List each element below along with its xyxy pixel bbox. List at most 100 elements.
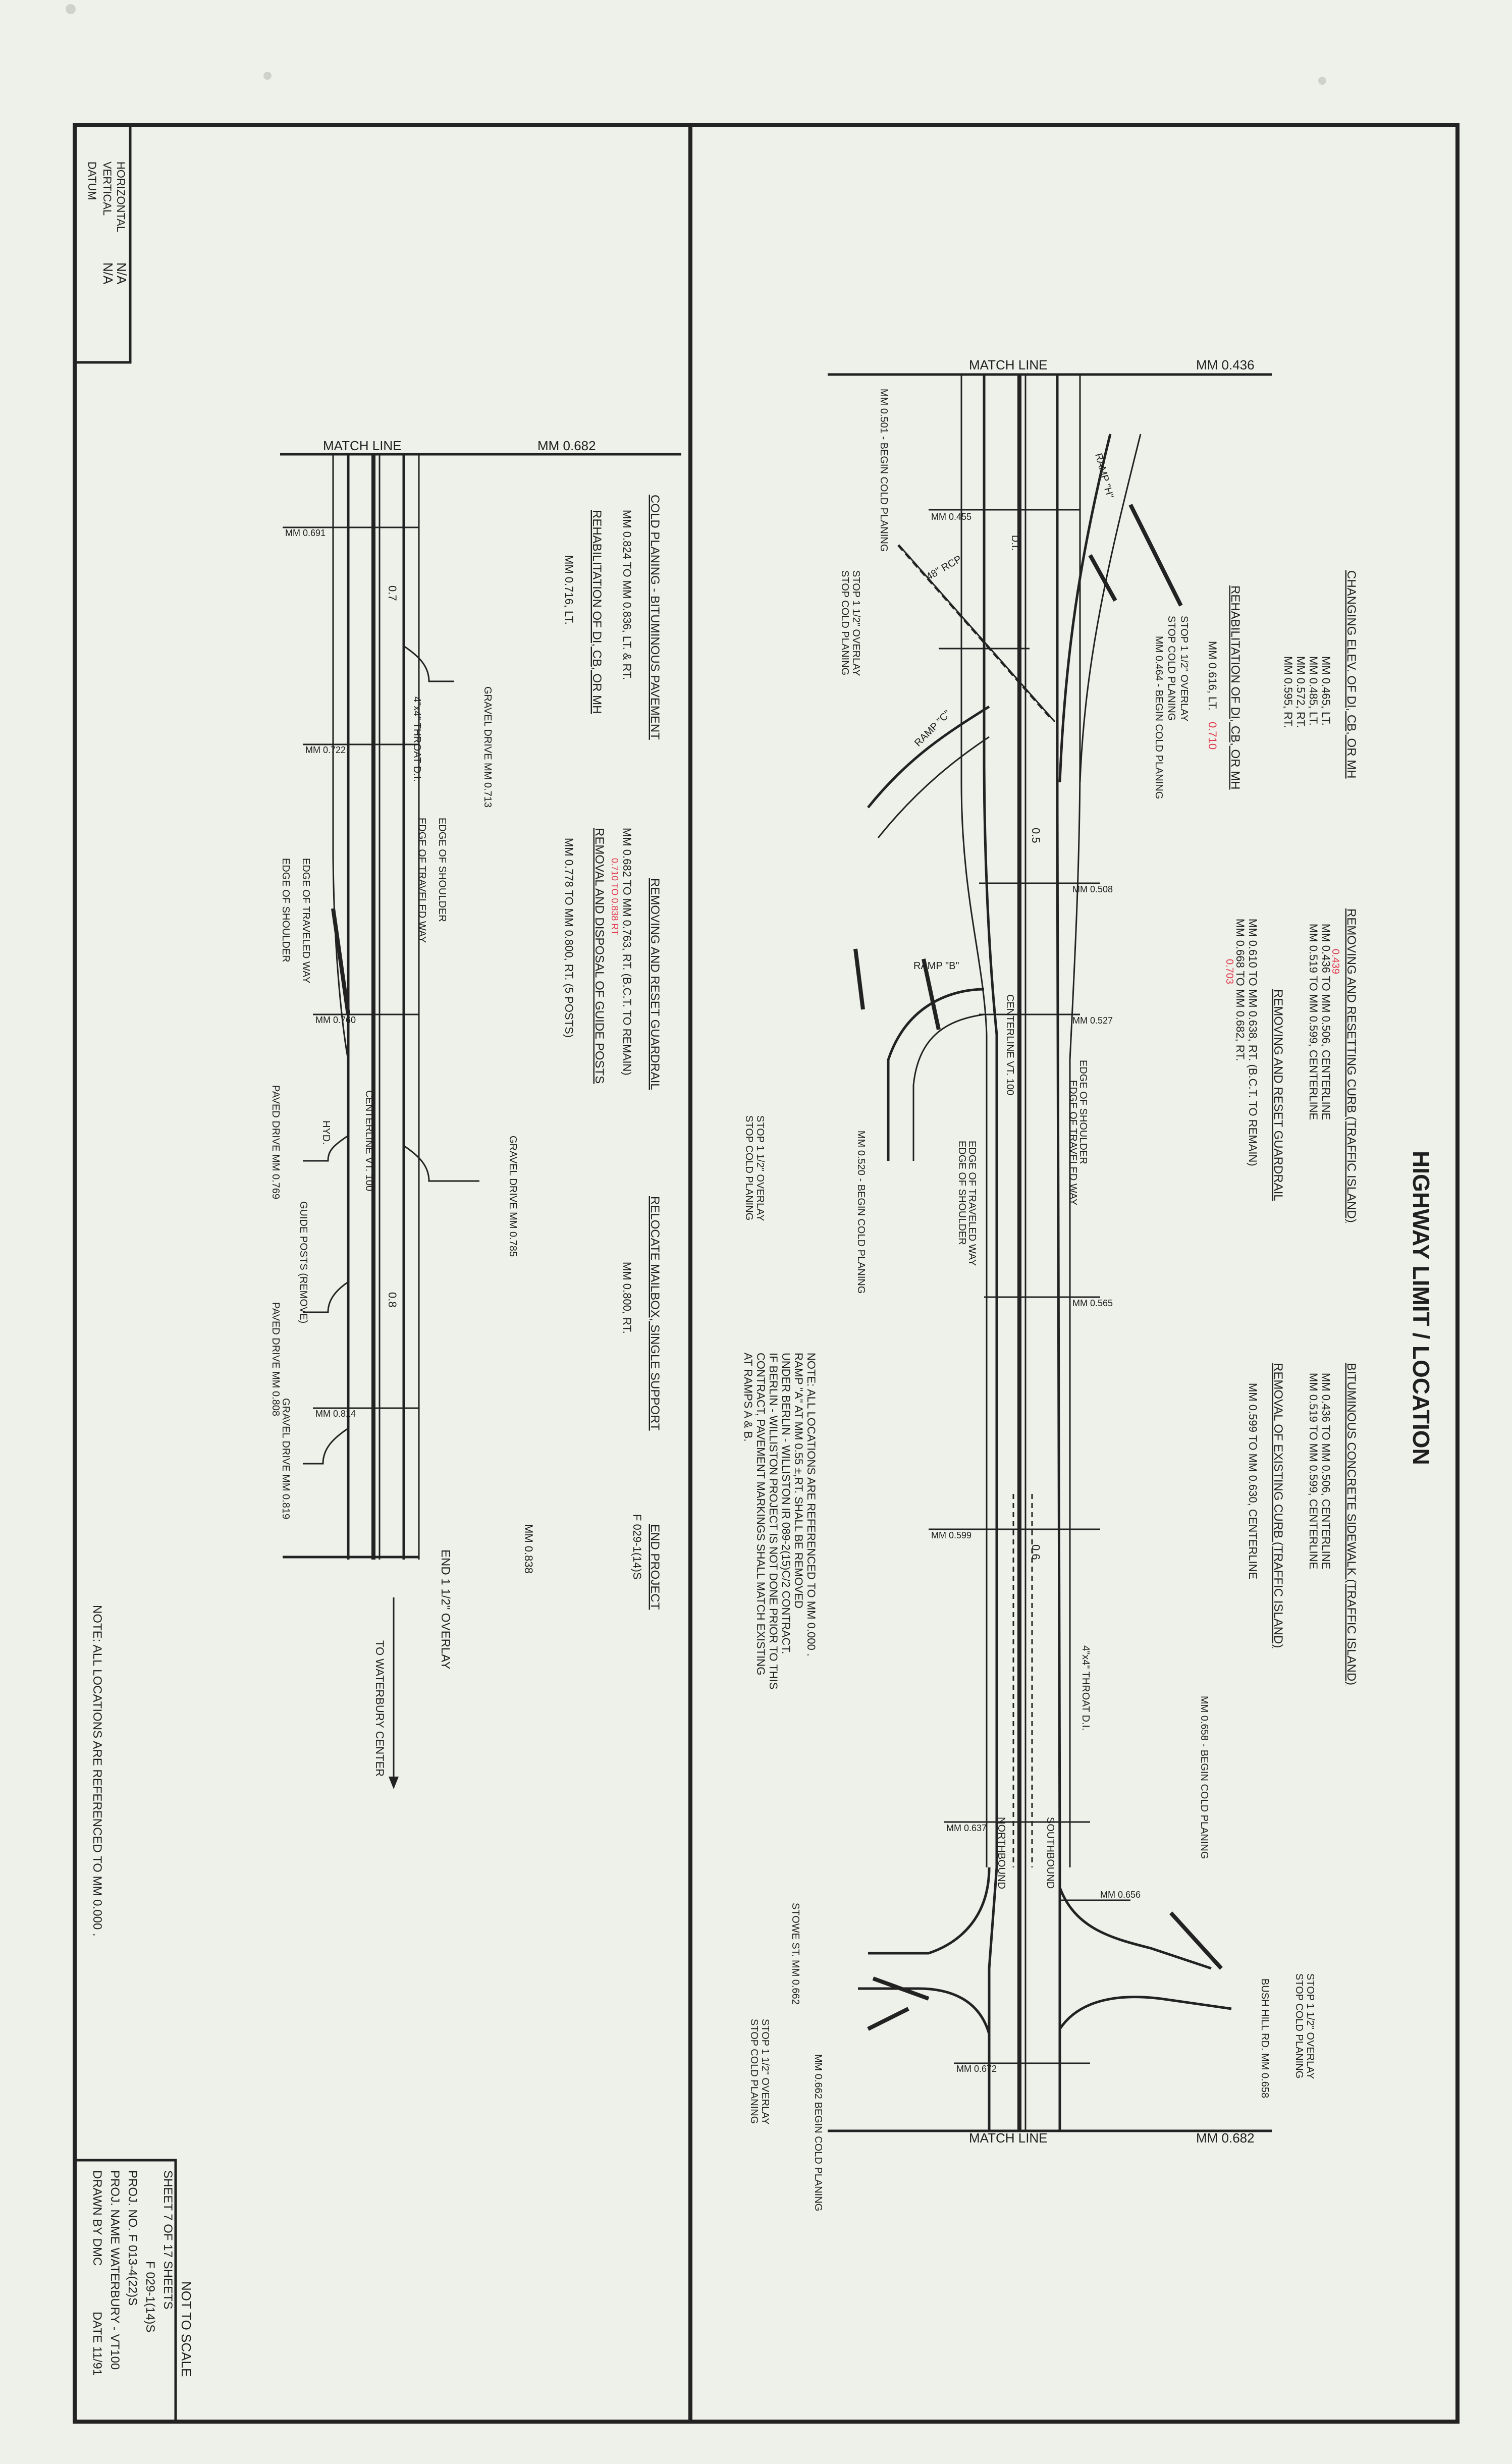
svg-text:STOP COLD PLANING: STOP COLD PLANING [1166, 616, 1177, 721]
svg-text:REMOVAL OF EXISTING CURB (TRAF: REMOVAL OF EXISTING CURB (TRAFFIC ISLAND… [1271, 1363, 1285, 1648]
svg-text:MM 0.716, LT.: MM 0.716, LT. [563, 555, 575, 625]
lower-station-leaders [283, 526, 419, 1409]
svg-text:MM 0.519 TO MM 0.599, CENTERLI: MM 0.519 TO MM 0.599, CENTERLINE [1307, 924, 1320, 1120]
svg-text:MM 0.520 - BEGIN COLD PLANING: MM 0.520 - BEGIN COLD PLANING [855, 1131, 867, 1294]
guide-posts-block: REMOVAL AND DISPOSAL OF GUIDE POSTS MM 0… [563, 828, 606, 1084]
sidewalk-block: BITUMINOUS CONCRETE SIDEWALK (TRAFFIC IS… [1307, 1363, 1358, 1685]
project-number-2: F 029-1(14)S [143, 2261, 157, 2332]
svg-text:MM 0.610 TO MM 0.638, RT. (B.C: MM 0.610 TO MM 0.638, RT. (B.C.T. TO REM… [1247, 919, 1259, 1166]
svg-text:MM 0.436 TO MM 0.506, CENTERLI: MM 0.436 TO MM 0.506, CENTERLINE [1320, 924, 1332, 1120]
svg-text:GRAVEL DRIVE MM 0.785: GRAVEL DRIVE MM 0.785 [507, 1136, 518, 1257]
end-project-block: END PROJECT F 029-1(14)S MM 0.838 [522, 1514, 662, 1610]
svg-text:MM 0.464 - BEGIN COLD PLANING: MM 0.464 - BEGIN COLD PLANING [1153, 636, 1164, 799]
svg-text:AT RAMPS A & B.: AT RAMPS A & B. [742, 1353, 754, 1441]
handwritten-note: 0.703 [1224, 959, 1235, 984]
svg-text:F 029-1(14)S: F 029-1(14)S [631, 1514, 643, 1580]
svg-text:MM 0.778 TO MM 0.800, RT. (5 P: MM 0.778 TO MM 0.800, RT. (5 POSTS) [563, 838, 575, 1038]
svg-text:STOP COLD PLANING: STOP COLD PLANING [839, 570, 850, 675]
svg-text:MM 0.838: MM 0.838 [522, 1524, 535, 1574]
match-line-top-label: MATCH LINE [969, 357, 1048, 372]
svg-text:REHABILITATION OF DI, CB, OR M: REHABILITATION OF DI, CB, OR MH [1228, 585, 1242, 789]
punch-hole [66, 4, 76, 14]
arrow-head [389, 1777, 399, 1789]
cold-planing-block: COLD PLANING - BITUMINOUS PAVEMENT MM 0.… [621, 495, 662, 740]
svg-text:MM 0.501 - BEGIN COLD PLANING: MM 0.501 - BEGIN COLD PLANING [878, 389, 889, 552]
datum-label: DATUM [86, 162, 98, 200]
guardrail [1128, 504, 1183, 607]
svg-text:MM 0.599: MM 0.599 [931, 1530, 971, 1540]
svg-text:MM 0.760: MM 0.760 [315, 1015, 356, 1025]
removing-resetting-curb-block: REMOVING AND RESETTING CURB (TRAFFIC ISL… [1307, 908, 1358, 1223]
lower-note: NOTE: ALL LOCATIONS ARE REFERENCED TO MM… [90, 1605, 104, 1937]
sheet-border [73, 123, 1460, 2424]
svg-text:HYD.: HYD. [320, 1120, 332, 1145]
svg-text:EDGE OF SHOULDER: EDGE OF SHOULDER [1077, 1060, 1089, 1164]
rehab-block-lower: REHABILITATION OF DI, CB, OR MH MM 0.716… [563, 510, 604, 714]
svg-text:REMOVING AND RESET GUARDRAIL: REMOVING AND RESET GUARDRAIL [648, 878, 662, 1090]
vt100-roadway [960, 374, 1081, 2131]
ramp-h-edge [1079, 434, 1142, 783]
datum-box: DATUM VERTICAL N/A HORIZONTAL N/A [73, 124, 132, 364]
svg-text:MM 0.519 TO MM 0.599, CENTERLI: MM 0.519 TO MM 0.599, CENTERLINE [1307, 1373, 1320, 1569]
svg-text:MM 0.565: MM 0.565 [1072, 1298, 1113, 1308]
svg-text:EDGE OF TRAVELED WAY: EDGE OF TRAVELED WAY [1067, 1080, 1078, 1205]
svg-text:GUIDE POSTS (REMOVE): GUIDE POSTS (REMOVE) [298, 1201, 309, 1323]
driveway [403, 645, 454, 682]
svg-text:IF BERLIN - WILLISTON PROJECT: IF BERLIN - WILLISTON PROJECT IS NOT DON… [767, 1353, 780, 1689]
guardrail [853, 948, 865, 1010]
svg-text:STOP 1 1/2" OVERLAY: STOP 1 1/2" OVERLAY [850, 570, 861, 676]
svg-text:EDGE OF TRAVELED WAY: EDGE OF TRAVELED WAY [300, 858, 311, 983]
datum-vertical-value: N/A [100, 262, 116, 285]
svg-text:STOP 1 1/2" OVERLAY: STOP 1 1/2" OVERLAY [1178, 616, 1190, 721]
station-leaders [929, 509, 1130, 2064]
svg-text:END 1 1/2" OVERLAY: END 1 1/2" OVERLAY [439, 1549, 452, 1670]
stowe-st [868, 1867, 991, 1955]
svg-text:MM 0.599 TO MM 0.630, CENTERLI: MM 0.599 TO MM 0.630, CENTERLINE [1247, 1383, 1259, 1579]
svg-text:D.I.: D.I. [1009, 535, 1020, 551]
lower-milepost-ticks: 0.7 0.8 [386, 585, 399, 1308]
svg-text:MM 0.616, LT.: MM 0.616, LT. [1206, 641, 1219, 711]
svg-text:TO WATERBURY CENTER: TO WATERBURY CENTER [373, 1640, 386, 1777]
svg-text:NOTE: ALL LOCATIONS ARE REFERE: NOTE: ALL LOCATIONS ARE REFERENCED TO MM… [90, 1605, 104, 1937]
guardrail [867, 2007, 909, 2031]
sheet-title: HIGHWAY LIMIT / LOCATION [1408, 1151, 1434, 1465]
svg-text:COLD PLANING - BITUMINOUS PAVE: COLD PLANING - BITUMINOUS PAVEMENT [648, 495, 662, 740]
ramp-b-label: RAMP "B" [913, 960, 959, 972]
svg-text:0.5: 0.5 [1030, 828, 1042, 843]
guardrail [922, 958, 941, 1030]
svg-text:PAVED DRIVE MM 0.769: PAVED DRIVE MM 0.769 [270, 1085, 281, 1199]
svg-text:MM 0.527: MM 0.527 [1072, 1015, 1113, 1026]
svg-text:GRAVEL DRIVE MM 0.819: GRAVEL DRIVE MM 0.819 [280, 1398, 291, 1519]
svg-text:EDGE OF TRAVELED WAY: EDGE OF TRAVELED WAY [416, 818, 427, 943]
datum-horizontal-label: HORIZONTAL [115, 162, 127, 232]
svg-text:MM 0.465, LT.: MM 0.465, LT. [1320, 656, 1332, 726]
sheet-number: SHEET 7 OF 17 SHEETS [161, 2170, 175, 2310]
guardrail [331, 908, 350, 1015]
reset-guardrail-block-upper: REMOVING AND RESET GUARDRAIL MM 0.610 TO… [1224, 919, 1285, 1201]
mailbox-block: RELOCATE MAILBOX, SINGLE SUPPORT MM 0.80… [621, 1196, 662, 1431]
ramp-b [887, 988, 985, 1161]
northbound-label: NORTHBOUND [996, 1817, 1007, 1889]
svg-text:BITUMINOUS CONCRETE SIDEWALK (: BITUMINOUS CONCRETE SIDEWALK (TRAFFIC IS… [1344, 1363, 1358, 1685]
ramp-c-edge [877, 736, 990, 838]
svg-text:STOP 1 1/2" OVERLAY: STOP 1 1/2" OVERLAY [760, 2019, 771, 2124]
bush-hill-rd [1058, 1887, 1212, 1970]
ramp-c [867, 705, 990, 809]
svg-text:MM 0.455: MM 0.455 [931, 512, 971, 522]
handwritten-note: 0.710 TO 0.838 RT [610, 858, 620, 935]
svg-text:0.6: 0.6 [1030, 1544, 1042, 1560]
svg-text:STOP COLD PLANING: STOP COLD PLANING [743, 1115, 754, 1220]
ramp-b-edge [912, 1013, 985, 1161]
centerline-label-lower: CENTERLINE VT. 100 [363, 1090, 374, 1191]
driveway [303, 1135, 349, 1162]
svg-text:MM 0.824 TO MM 0.836, LT. & RT: MM 0.824 TO MM 0.836, LT. & RT. [621, 510, 633, 680]
svg-text:MM 0.672: MM 0.672 [956, 2064, 997, 2074]
svg-text:REMOVING AND RESET GUARDRAIL: REMOVING AND RESET GUARDRAIL [1271, 989, 1285, 1201]
svg-text:MM 0.637: MM 0.637 [946, 1823, 987, 1833]
svg-text:MM 0.668 TO MM 0.682, RT.: MM 0.668 TO MM 0.682, RT. [1234, 919, 1247, 1061]
lower-station-labels: MM 0.691 MM 0.722 MM 0.760 MM 0.814 [285, 528, 356, 1419]
lower-roadway [283, 454, 479, 1789]
svg-text:MM 0.682 TO MM 0.763, RT. (B.C: MM 0.682 TO MM 0.763, RT. (B.C.T. TO REM… [621, 828, 633, 1076]
